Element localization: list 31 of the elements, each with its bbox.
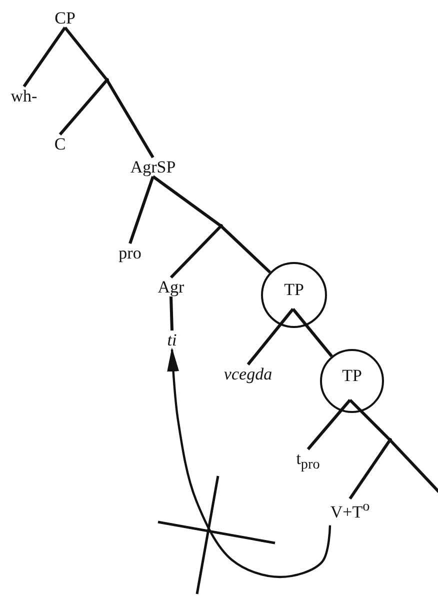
circled-node: TP	[261, 262, 327, 328]
tree-branch	[64, 26, 108, 81]
node-label: AgrSP	[128, 158, 178, 176]
node-label: t$_{pro}$	[294, 449, 322, 473]
branch-point	[388, 438, 392, 442]
tree-branch	[128, 176, 154, 244]
node-label: pro	[116, 244, 144, 262]
tree-branch	[170, 224, 222, 279]
tree-branch	[292, 308, 333, 358]
branch-point	[105, 78, 109, 82]
node-label: V+T$^{o}$	[328, 498, 372, 522]
movement-arrow	[167, 348, 332, 578]
tree-branch	[246, 308, 294, 366]
tree-branch	[388, 438, 438, 494]
node-label: wh-	[8, 86, 40, 106]
tree-branch	[220, 224, 272, 274]
node-label: CP	[52, 8, 78, 28]
node-label: Agr	[156, 278, 186, 296]
tree-branch	[170, 296, 174, 331]
tree-branch	[106, 79, 154, 158]
tree-branch	[348, 398, 392, 442]
tree-branch	[58, 79, 108, 136]
tree-branch	[348, 439, 392, 500]
node-label: ti	[165, 330, 179, 350]
branch-point	[219, 224, 223, 228]
node-label: C	[52, 134, 68, 154]
node-label: vcegda	[222, 364, 274, 384]
circled-node: TP	[320, 349, 384, 413]
tree-branch	[306, 399, 352, 450]
tree-branch	[22, 26, 66, 88]
tree-branch	[152, 175, 222, 228]
